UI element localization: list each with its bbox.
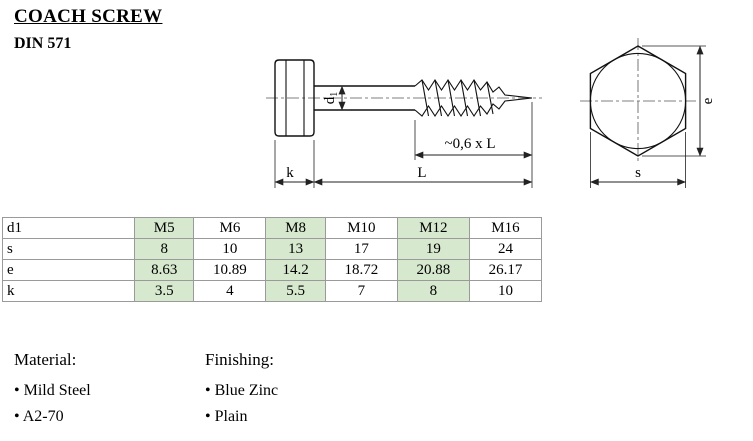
inscribed-circle: [589, 52, 687, 150]
table-cell: 4: [193, 280, 267, 302]
material-list: • Mild Steel • A2-70: [14, 378, 91, 430]
hex-head-side: [274, 59, 315, 137]
table-cell: 10: [468, 280, 543, 302]
table-cell: M16: [468, 217, 543, 239]
row-label: k: [2, 280, 135, 302]
list-item: • Plain: [205, 408, 248, 425]
table-cell: 14.2: [265, 259, 326, 281]
table-cell: 8: [396, 280, 470, 302]
list-item: • Blue Zinc: [205, 382, 279, 399]
across-corners-label: e: [700, 97, 716, 104]
table-cell: M10: [324, 217, 398, 239]
table-row: s 8 10 13 17 19 24: [2, 238, 543, 260]
standard-number: DIN 571: [14, 35, 72, 52]
table-cell: 18.72: [324, 259, 398, 281]
table-cell: 26.17: [468, 259, 543, 281]
length-label: L: [417, 165, 426, 181]
table-cell: 8: [133, 238, 195, 260]
screw-side-view: d1 ~0,6 x L k L: [266, 59, 542, 188]
table-cell: 7: [324, 280, 398, 302]
row-label: e: [2, 259, 135, 281]
technical-drawing: d1 ~0,6 x L k L e s: [266, 38, 716, 188]
hexagon-outline: [589, 45, 687, 157]
hex-head-end-view: e s: [580, 38, 716, 188]
thread-length-label: ~0,6 x L: [444, 136, 495, 152]
row-label: s: [2, 238, 135, 260]
table-cell: 19: [396, 238, 470, 260]
table-cell: M6: [193, 217, 267, 239]
table-cell: 5.5: [265, 280, 326, 302]
finishing-heading: Finishing:: [205, 350, 274, 369]
table-cell: M5: [133, 217, 195, 239]
table-cell: 20.88: [396, 259, 470, 281]
list-item: • Mild Steel: [14, 382, 91, 399]
d1-dimension-label: d1: [322, 92, 340, 105]
dimension-table: d1 M5 M6 M8 M10 M12 M16 s 8 10 13 17 19 …: [2, 217, 543, 302]
material-section: Material: • Mild Steel • A2-70: [14, 350, 91, 430]
table-cell: M12: [396, 217, 470, 239]
table-row: k 3.5 4 5.5 7 8 10: [2, 280, 543, 302]
header: COACH SCREW DIN 571: [14, 6, 162, 53]
list-item: • A2-70: [14, 408, 64, 425]
table-cell: 17: [324, 238, 398, 260]
head-height-label: k: [286, 165, 294, 181]
table-cell: 13: [265, 238, 326, 260]
table-row: d1 M5 M6 M8 M10 M12 M16: [2, 217, 543, 239]
table-cell: 8.63: [133, 259, 195, 281]
thread-bottom: [414, 97, 533, 118]
table-cell: 24: [468, 238, 543, 260]
table-cell: 3.5: [133, 280, 195, 302]
row-label: d1: [2, 217, 135, 239]
material-heading: Material:: [14, 350, 77, 369]
table-row: e 8.63 10.89 14.2 18.72 20.88 26.17: [2, 259, 543, 281]
table-cell: 10.89: [193, 259, 267, 281]
table-cell: 10: [193, 238, 267, 260]
finishing-section: Finishing: • Blue Zinc • Plain: [205, 350, 278, 430]
thread-top: [414, 78, 533, 99]
thread-helix-lines: [421, 79, 494, 117]
table-cell: M8: [265, 217, 326, 239]
page-title: COACH SCREW: [14, 6, 163, 27]
across-flats-label: s: [635, 165, 641, 181]
finishing-list: • Blue Zinc • Plain: [205, 378, 278, 430]
